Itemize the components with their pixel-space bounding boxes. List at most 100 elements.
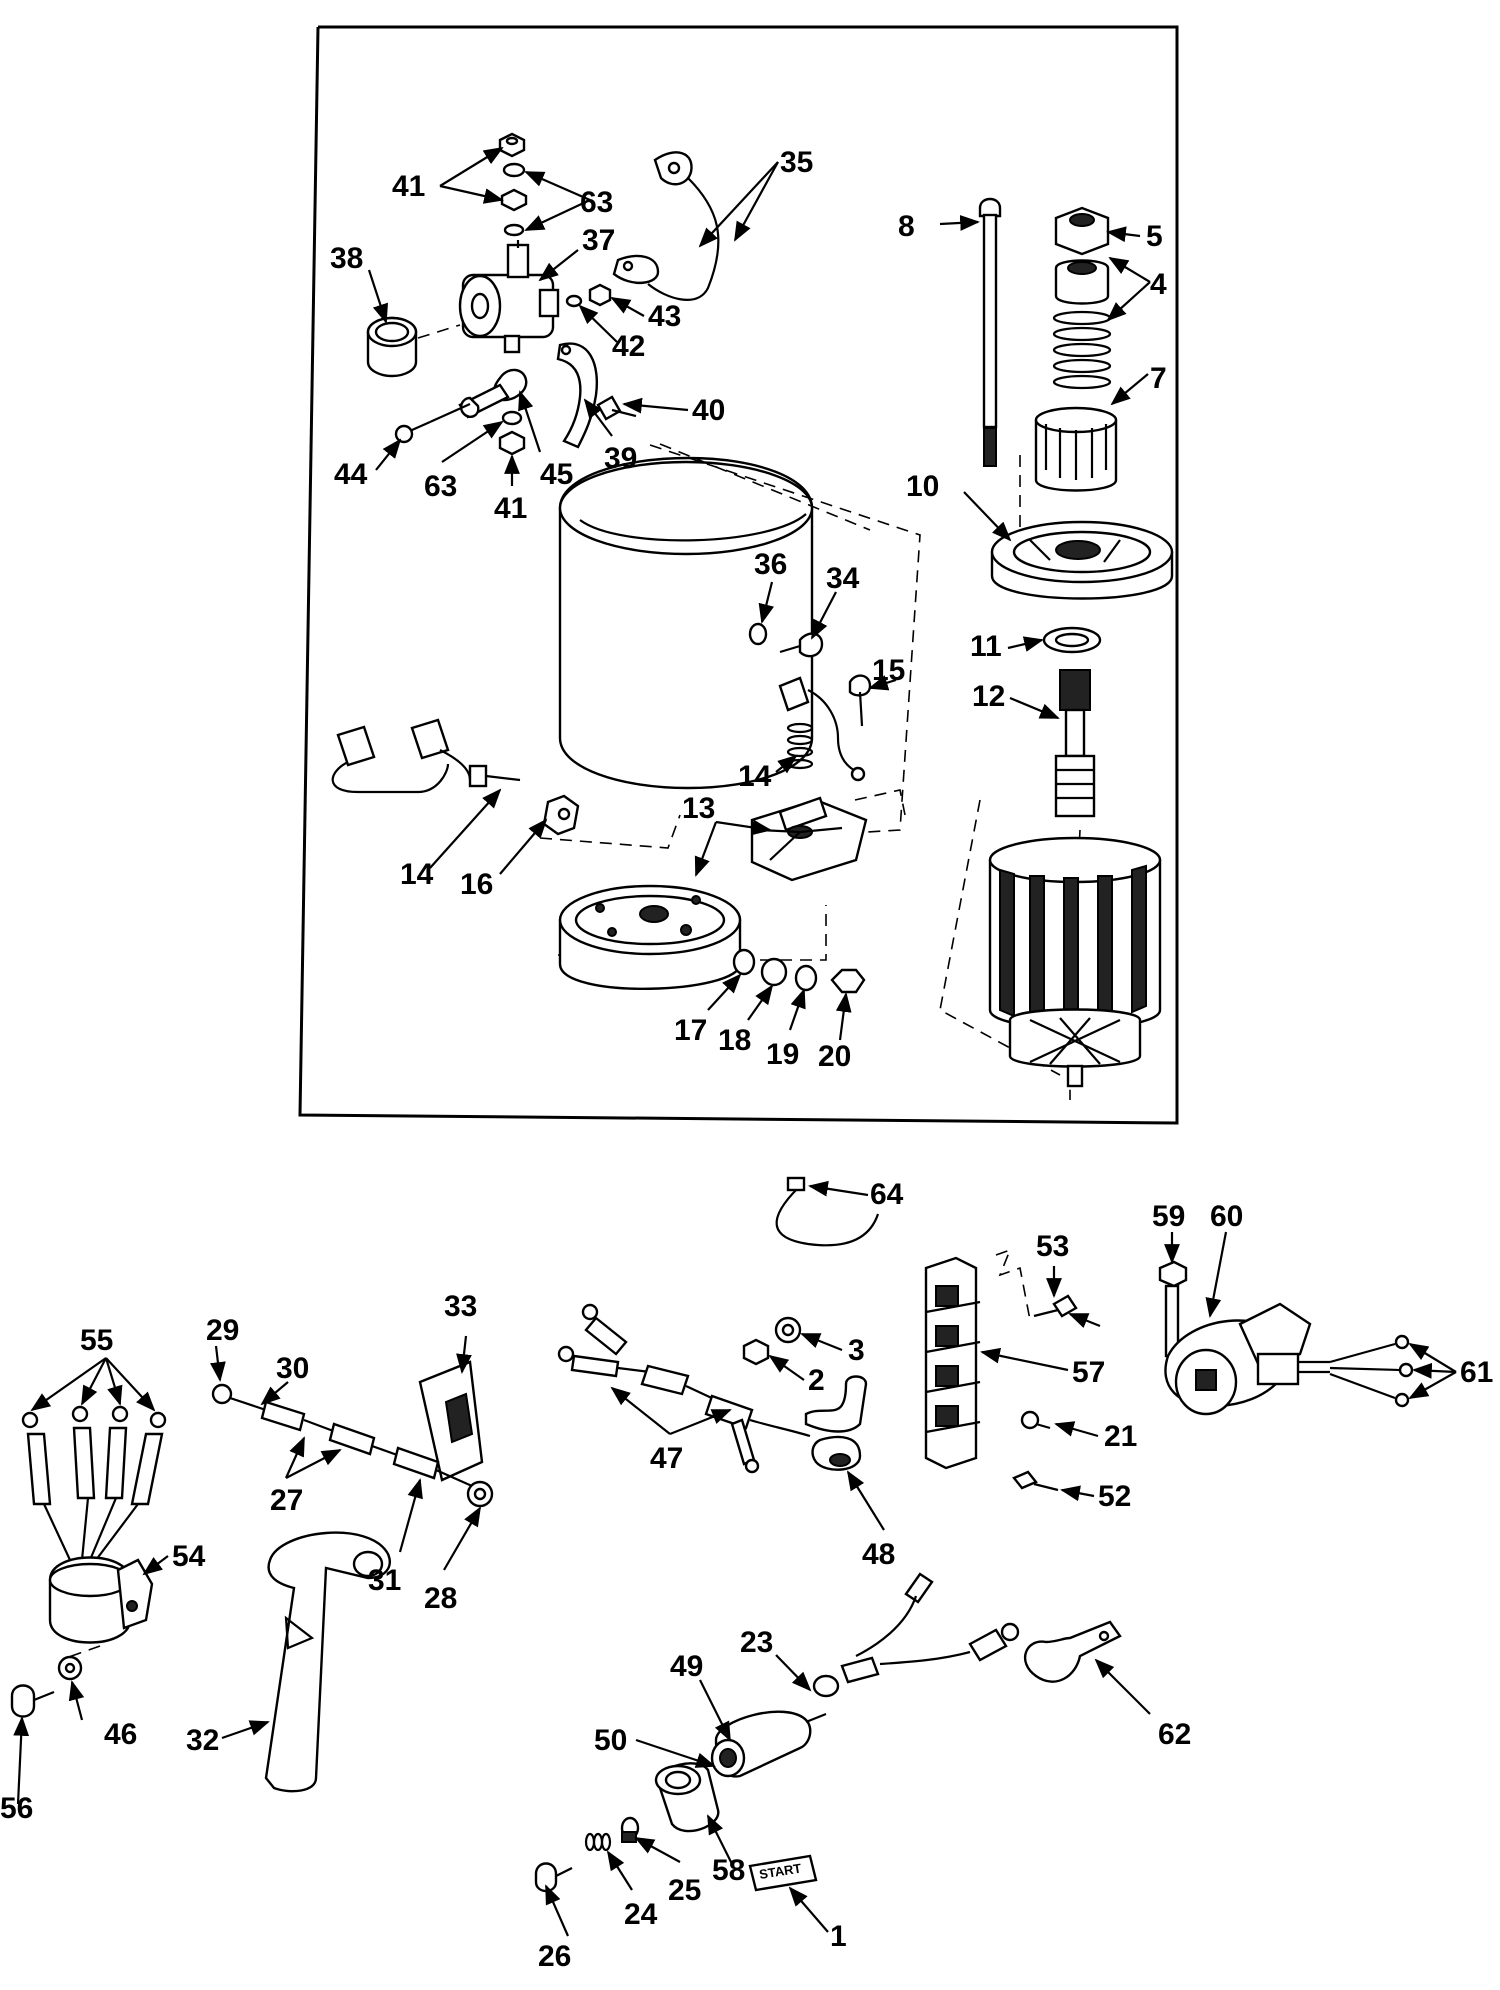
label-14-left: 14 bbox=[400, 858, 434, 891]
washer-36 bbox=[748, 622, 768, 646]
nut-20 bbox=[830, 968, 866, 994]
label-50: 50 bbox=[594, 1724, 627, 1757]
nut-41-top bbox=[498, 132, 526, 158]
label-46: 46 bbox=[104, 1718, 137, 1751]
commutator-end-cap bbox=[558, 884, 742, 990]
label-63-top: 63 bbox=[580, 186, 613, 219]
label-63-lower: 63 bbox=[424, 470, 457, 503]
label-16: 16 bbox=[460, 868, 493, 901]
label-40: 40 bbox=[692, 394, 725, 427]
label-7: 7 bbox=[1150, 362, 1167, 395]
label-56: 56 bbox=[0, 1792, 33, 1825]
label-28: 28 bbox=[424, 1582, 457, 1615]
screw-15 bbox=[848, 674, 872, 727]
label-2: 2 bbox=[808, 1364, 825, 1397]
brush-spring-14 bbox=[786, 722, 814, 770]
switch-49 bbox=[710, 1710, 827, 1778]
handle-32 bbox=[264, 1531, 391, 1793]
battery-cable-27-31 bbox=[211, 1383, 494, 1508]
label-38: 38 bbox=[330, 242, 363, 275]
washer-42 bbox=[565, 294, 583, 308]
screw-40 bbox=[596, 395, 637, 421]
drive-end-cap-10 bbox=[990, 520, 1174, 600]
label-57: 57 bbox=[1072, 1356, 1105, 1389]
boot-58 bbox=[654, 1762, 720, 1833]
label-19: 19 bbox=[766, 1038, 799, 1071]
label-18: 18 bbox=[718, 1024, 751, 1057]
label-35: 35 bbox=[780, 146, 813, 179]
label-25: 25 bbox=[668, 1874, 701, 1907]
cable-harness-47 bbox=[557, 1303, 811, 1474]
label-42: 42 bbox=[612, 330, 645, 363]
terminal-block-57 bbox=[924, 1256, 981, 1470]
drive-pinion-7 bbox=[1034, 406, 1118, 492]
label-33: 33 bbox=[444, 1290, 477, 1323]
label-27: 27 bbox=[270, 1484, 303, 1517]
label-37: 37 bbox=[582, 224, 615, 257]
washer-63-lower bbox=[501, 410, 523, 426]
spring-24 bbox=[584, 1832, 612, 1852]
boot-48 bbox=[804, 1375, 868, 1471]
tie-strap-64 bbox=[775, 1176, 880, 1247]
lock-washer-3 bbox=[774, 1316, 802, 1344]
through-bolt-8 bbox=[978, 197, 1002, 467]
screw-59 bbox=[1158, 1260, 1188, 1358]
label-60: 60 bbox=[1210, 1200, 1243, 1233]
bushing-38 bbox=[366, 316, 418, 378]
washer-19 bbox=[794, 964, 818, 992]
label-20: 20 bbox=[818, 1040, 851, 1073]
label-5: 5 bbox=[1146, 220, 1163, 253]
label-53: 53 bbox=[1036, 1230, 1069, 1263]
label-15: 15 bbox=[872, 654, 905, 687]
label-10: 10 bbox=[906, 470, 939, 503]
field-frame-housing bbox=[558, 456, 814, 790]
label-54: 54 bbox=[172, 1540, 206, 1573]
label-47: 47 bbox=[650, 1442, 683, 1475]
leads-55 bbox=[21, 1405, 167, 1561]
switch-60 bbox=[1164, 1302, 1330, 1416]
label-31: 31 bbox=[368, 1564, 401, 1597]
nut-43 bbox=[588, 283, 612, 307]
leads-61 bbox=[1329, 1334, 1414, 1408]
solenoid-37 bbox=[458, 240, 560, 354]
label-29: 29 bbox=[206, 1314, 239, 1347]
screw-52 bbox=[1012, 1470, 1059, 1492]
lock-washer-46 bbox=[57, 1655, 83, 1681]
callout-labels: 41 63 35 37 38 43 42 40 39 45 44 63 41 8… bbox=[0, 146, 1493, 1973]
screw-56 bbox=[10, 1684, 55, 1718]
label-45: 45 bbox=[540, 458, 573, 491]
solenoid-54 bbox=[48, 1556, 154, 1644]
label-62: 62 bbox=[1158, 1718, 1191, 1751]
nut-41-middle bbox=[500, 188, 528, 212]
clamp-62 bbox=[1024, 1620, 1122, 1683]
collar-4 bbox=[1054, 259, 1110, 305]
label-36: 36 bbox=[754, 548, 787, 581]
screw-21 bbox=[1020, 1410, 1051, 1430]
washer-17 bbox=[732, 948, 756, 976]
label-41-lower: 41 bbox=[494, 492, 527, 525]
label-55: 55 bbox=[80, 1324, 113, 1357]
label-64: 64 bbox=[870, 1178, 904, 1211]
label-43: 43 bbox=[648, 300, 681, 333]
screw-26 bbox=[534, 1862, 573, 1893]
label-61: 61 bbox=[1460, 1356, 1493, 1389]
label-26: 26 bbox=[538, 1940, 571, 1973]
washer-63-top bbox=[502, 162, 526, 178]
bracket-39 bbox=[556, 342, 598, 449]
label-23: 23 bbox=[740, 1626, 773, 1659]
washer-63-middle bbox=[503, 223, 525, 237]
armature-12 bbox=[988, 669, 1162, 1088]
start-decal-text: START bbox=[758, 1861, 802, 1882]
label-30: 30 bbox=[276, 1352, 309, 1385]
label-11: 11 bbox=[970, 630, 1002, 663]
label-44: 44 bbox=[334, 458, 368, 491]
label-4: 4 bbox=[1150, 268, 1167, 301]
label-41-top: 41 bbox=[392, 170, 425, 203]
assembly-frame bbox=[298, 25, 1179, 1125]
label-34: 34 bbox=[826, 562, 860, 595]
label-49: 49 bbox=[670, 1650, 703, 1683]
label-58: 58 bbox=[712, 1854, 745, 1887]
cable-44 bbox=[394, 402, 471, 444]
label-3: 3 bbox=[848, 1334, 865, 1367]
